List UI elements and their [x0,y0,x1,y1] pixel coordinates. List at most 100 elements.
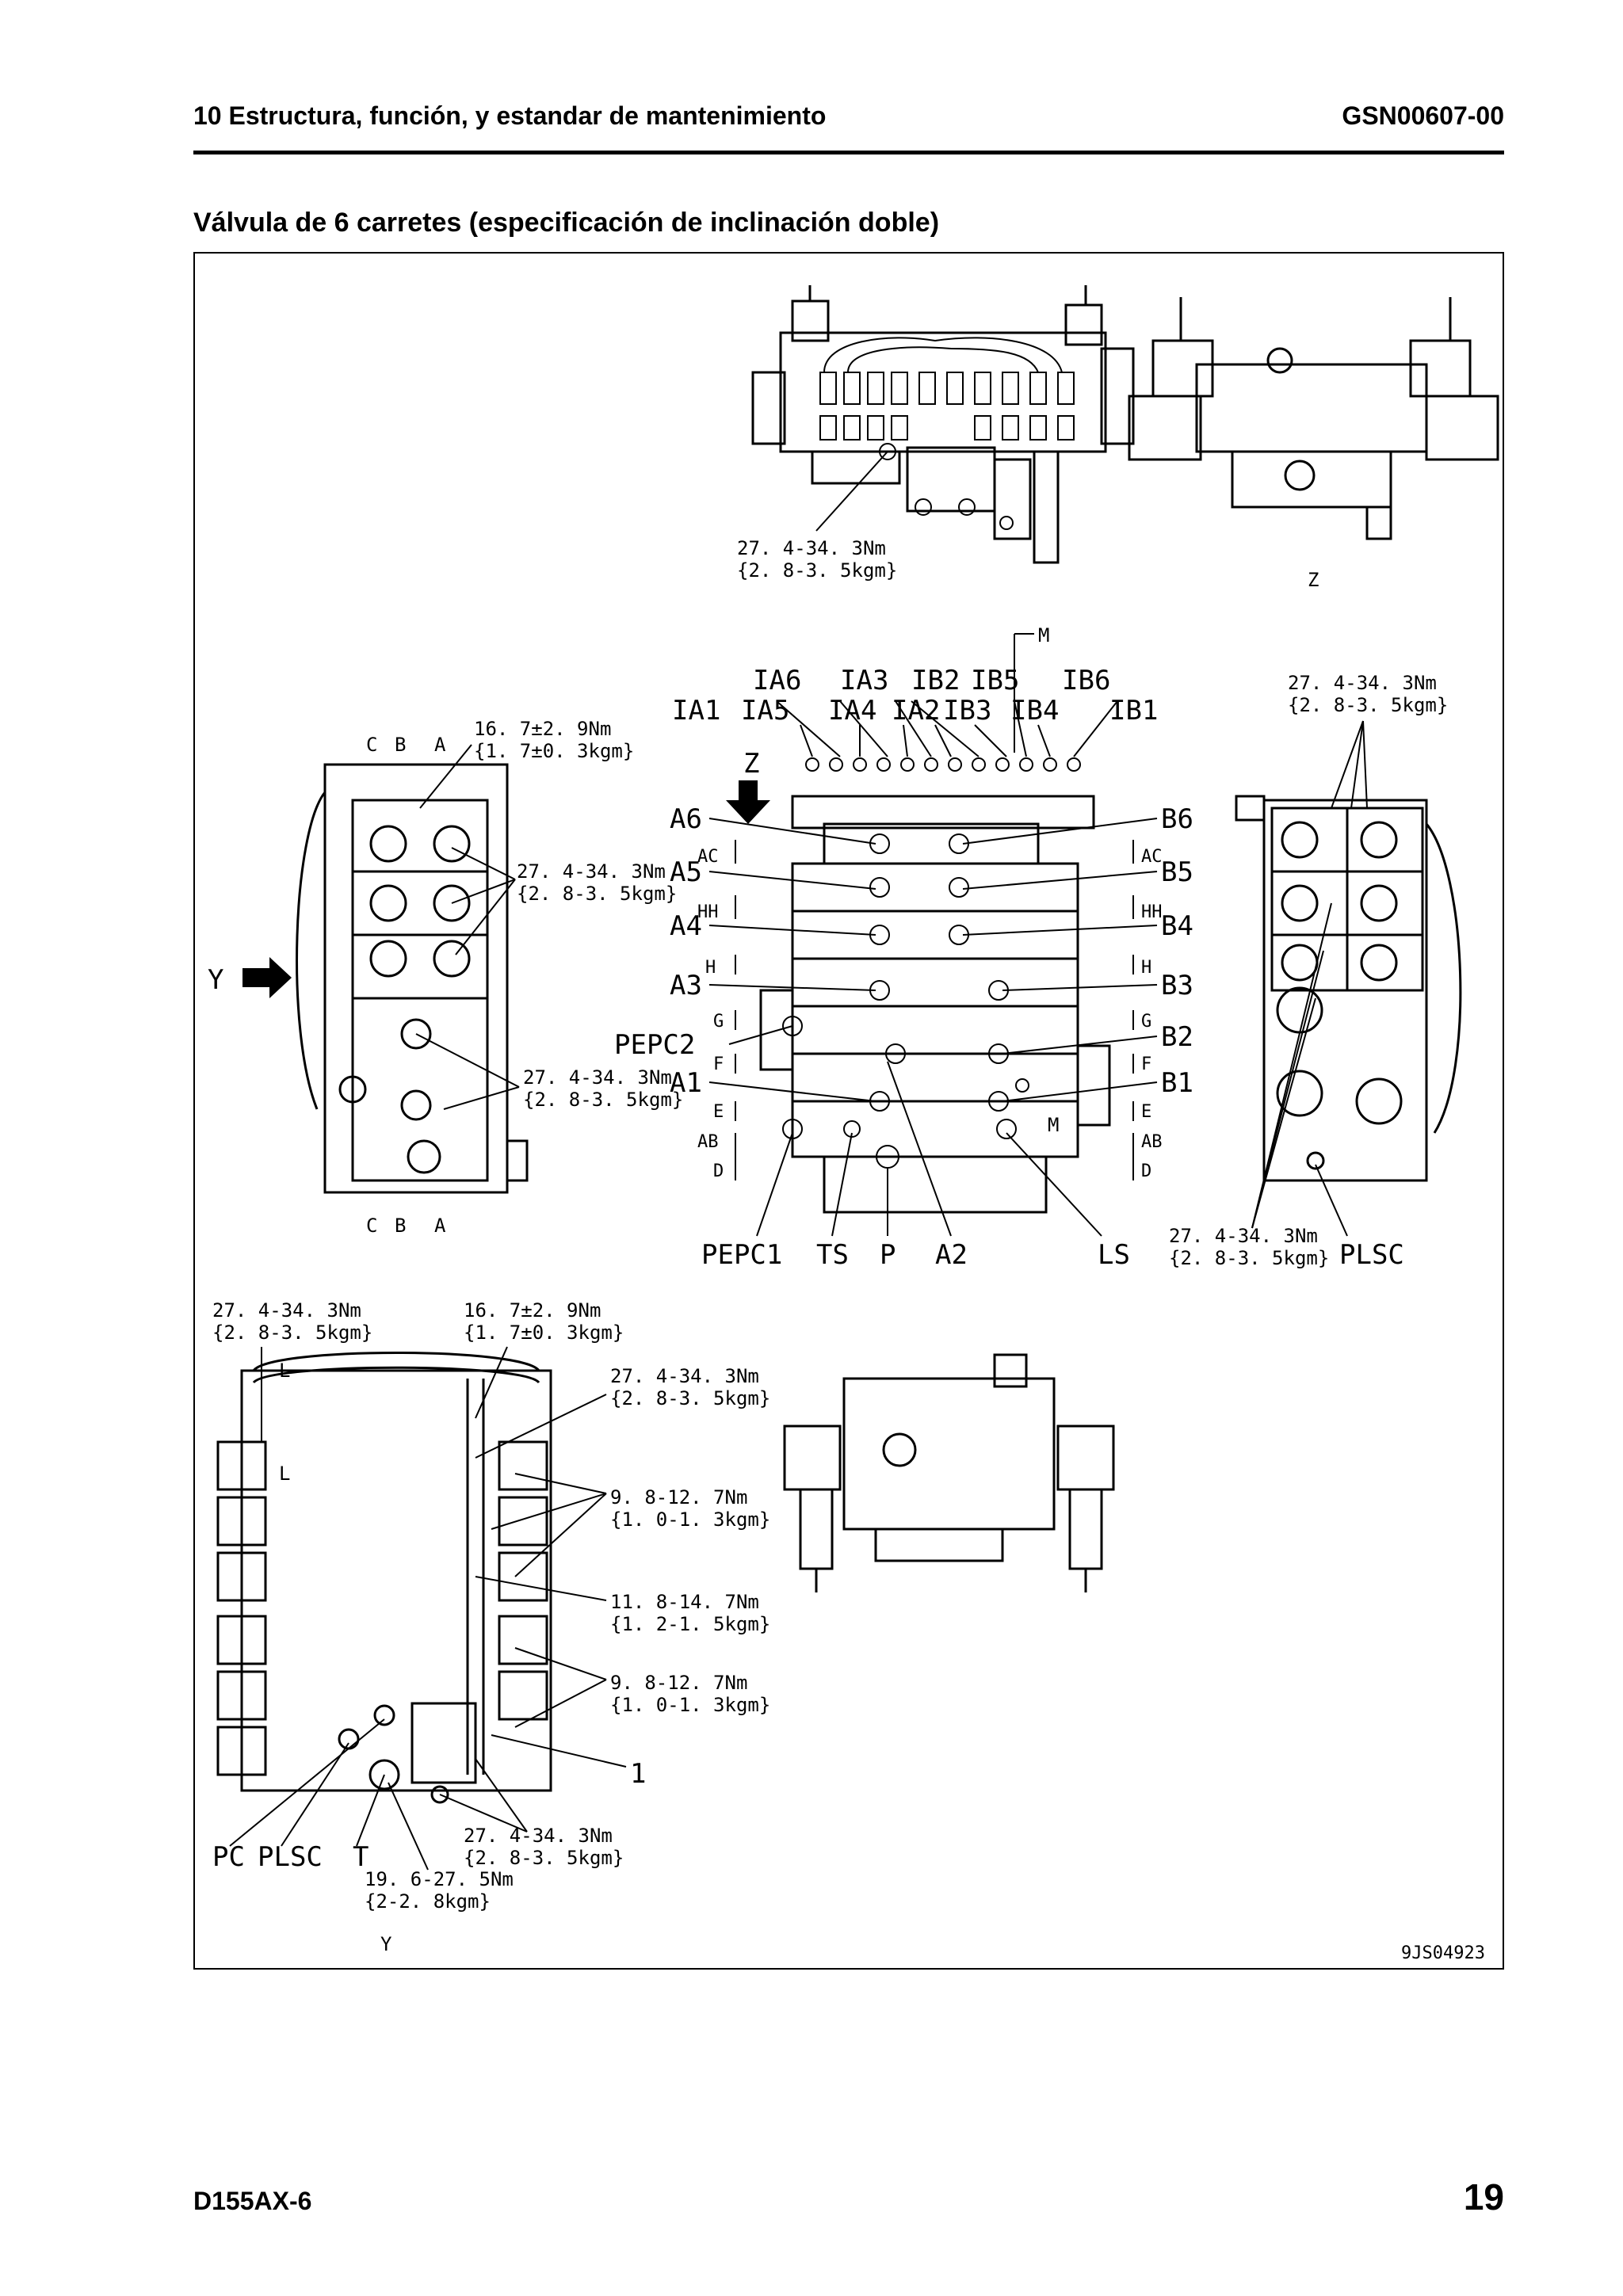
bottom-right-view [783,1353,1115,1592]
port-b3: B3 [1161,970,1193,1001]
port-ib4: IB4 [1010,695,1059,727]
port-b5: B5 [1161,856,1193,888]
torque-y-1-kgm: {2. 8-3. 5kgm} [212,1322,372,1344]
port-ib6: IB6 [1062,665,1110,696]
sec-right-f: F [1141,1055,1151,1074]
figure-id: 9JS04923 [1401,1943,1485,1963]
port-pc: PC [212,1841,245,1873]
mark-c-bottom: C [366,1215,377,1237]
torque-right-1-nm: 27. 4-34. 3Nm [1288,672,1437,694]
port-ia5: IA5 [741,695,789,727]
left-leaders [415,744,520,1110]
sec-left-e: E [713,1102,724,1122]
left-port-labels: A6 A5 A4 A3 PEPC2 A1 [614,803,702,1099]
sec-right-d: D [1141,1161,1151,1181]
torque-y-8-kgm: {2-2. 8kgm} [365,1890,491,1913]
port-m-bottom: M [1048,1114,1059,1136]
torque-left-2-kgm: {2. 8-3. 5kgm} [517,883,677,905]
left-port-leaders [708,818,876,1102]
torque-y-3-nm: 27. 4-34. 3Nm [610,1365,759,1387]
port-ib5: IB5 [971,665,1019,696]
sec-left-h: H [705,958,716,978]
right-port-labels: B6 B5 B4 B3 B2 B1 [1161,803,1193,1099]
section-tick-marks [735,840,1134,1180]
port-p: P [880,1239,896,1271]
view-label-y-arrow: Y [208,964,223,996]
torque-top-nm: 27. 4-34. 3Nm [737,537,886,559]
port-m-top: M [1038,624,1049,646]
sec-left-f: F [713,1055,724,1074]
port-b4: B4 [1161,910,1193,942]
view-label-z-arrow: Z [743,748,759,780]
torque-y-2-nm: 16. 7±2. 9Nm [464,1299,601,1322]
right-leaders [1251,720,1368,1237]
torque-top-kgm: {2. 8-3. 5kgm} [737,559,897,582]
mark-b-top: B [395,734,406,756]
sec-right-e: E [1141,1102,1151,1122]
port-ia2: IA2 [892,695,940,727]
section-title: Válvula de 6 carretes (especificación de… [193,208,940,238]
leader-top-torque [815,451,888,532]
port-a4: A4 [670,910,702,942]
sec-right-ac: AC [1141,847,1163,867]
torque-right-2-kgm: {2. 8-3. 5kgm} [1169,1247,1329,1269]
torque-right-2-nm: 27. 4-34. 3Nm [1169,1225,1318,1247]
port-pepc2: PEPC2 [614,1029,695,1061]
sec-right-h: H [1141,958,1151,978]
sec-left-ab: AB [697,1132,719,1152]
port-ib3: IB3 [943,695,991,727]
center-valve-body [759,795,1111,1214]
view-label-z: Z [1308,569,1319,591]
torque-left-2-nm: 27. 4-34. 3Nm [517,860,666,883]
bottom-y-view [216,1352,552,1804]
top-view-solenoids [819,337,1075,530]
port-a3: A3 [670,970,702,1001]
sec-left-g: G [713,1012,724,1032]
torque-y-7-nm: 27. 4-34. 3Nm [464,1825,613,1847]
sec-left-ac: AC [697,847,719,867]
page-number: 19 [1463,2176,1504,2218]
center-top-leaders [776,633,1118,757]
torque-y-6-nm: 9. 8-12. 7Nm [610,1672,747,1694]
right-section-marks: AC HH H G F E AB D [1141,847,1163,1181]
torque-left-1-kgm: {1. 7±0. 3kgm} [474,740,634,762]
port-a6: A6 [670,803,702,835]
arrow-z-icon [726,780,770,824]
torque-y-3-kgm: {2. 8-3. 5kgm} [610,1387,770,1409]
bottom-port-labels: PEPC1 TS P A2 LS [701,1239,1130,1271]
sec-left-d: D [713,1161,724,1181]
torque-right-1-kgm: {2. 8-3. 5kgm} [1288,694,1448,716]
torque-left-3-nm: 27. 4-34. 3Nm [523,1066,672,1089]
z-view [1128,297,1499,540]
bottom-port-leaders [756,1061,1102,1237]
torque-y-1-nm: 27. 4-34. 3Nm [212,1299,361,1322]
bottom-y-leaders [229,1346,627,1871]
port-b1: B1 [1161,1067,1193,1099]
port-ia1: IA1 [672,695,720,727]
port-ls: LS [1098,1239,1130,1271]
sec-left-hh: HH [697,902,719,922]
port-ib1: IB1 [1109,695,1158,727]
machine-model: D155AX-6 [193,2187,312,2215]
port-t: T [353,1841,369,1873]
part-number-1: 1 [630,1758,646,1790]
torque-y-6-kgm: {1. 0-1. 3kgm} [610,1694,770,1716]
torque-y-4-kgm: {1. 0-1. 3kgm} [610,1508,770,1531]
torque-y-8-nm: 19. 6-27. 5Nm [365,1868,514,1890]
mark-l-bottom: L [279,1463,290,1485]
torque-y-2-kgm: {1. 7±0. 3kgm} [464,1322,624,1344]
port-ia6: IA6 [753,665,801,696]
left-side-view [296,763,529,1194]
port-a1: A1 [670,1067,702,1099]
port-b6: B6 [1161,803,1193,835]
torque-y-4-nm: 9. 8-12. 7Nm [610,1486,747,1508]
mark-c-top: C [366,734,377,756]
torque-y-5-nm: 11. 8-14. 7Nm [610,1591,759,1613]
torque-left-3-kgm: {2. 8-3. 5kgm} [523,1089,683,1111]
mark-a-bottom: A [434,1215,446,1237]
header-rule [193,151,1504,154]
port-ts: TS [816,1239,849,1271]
figure-frame [193,252,1504,1970]
port-a5: A5 [670,856,702,888]
port-ia4: IA4 [828,695,876,727]
